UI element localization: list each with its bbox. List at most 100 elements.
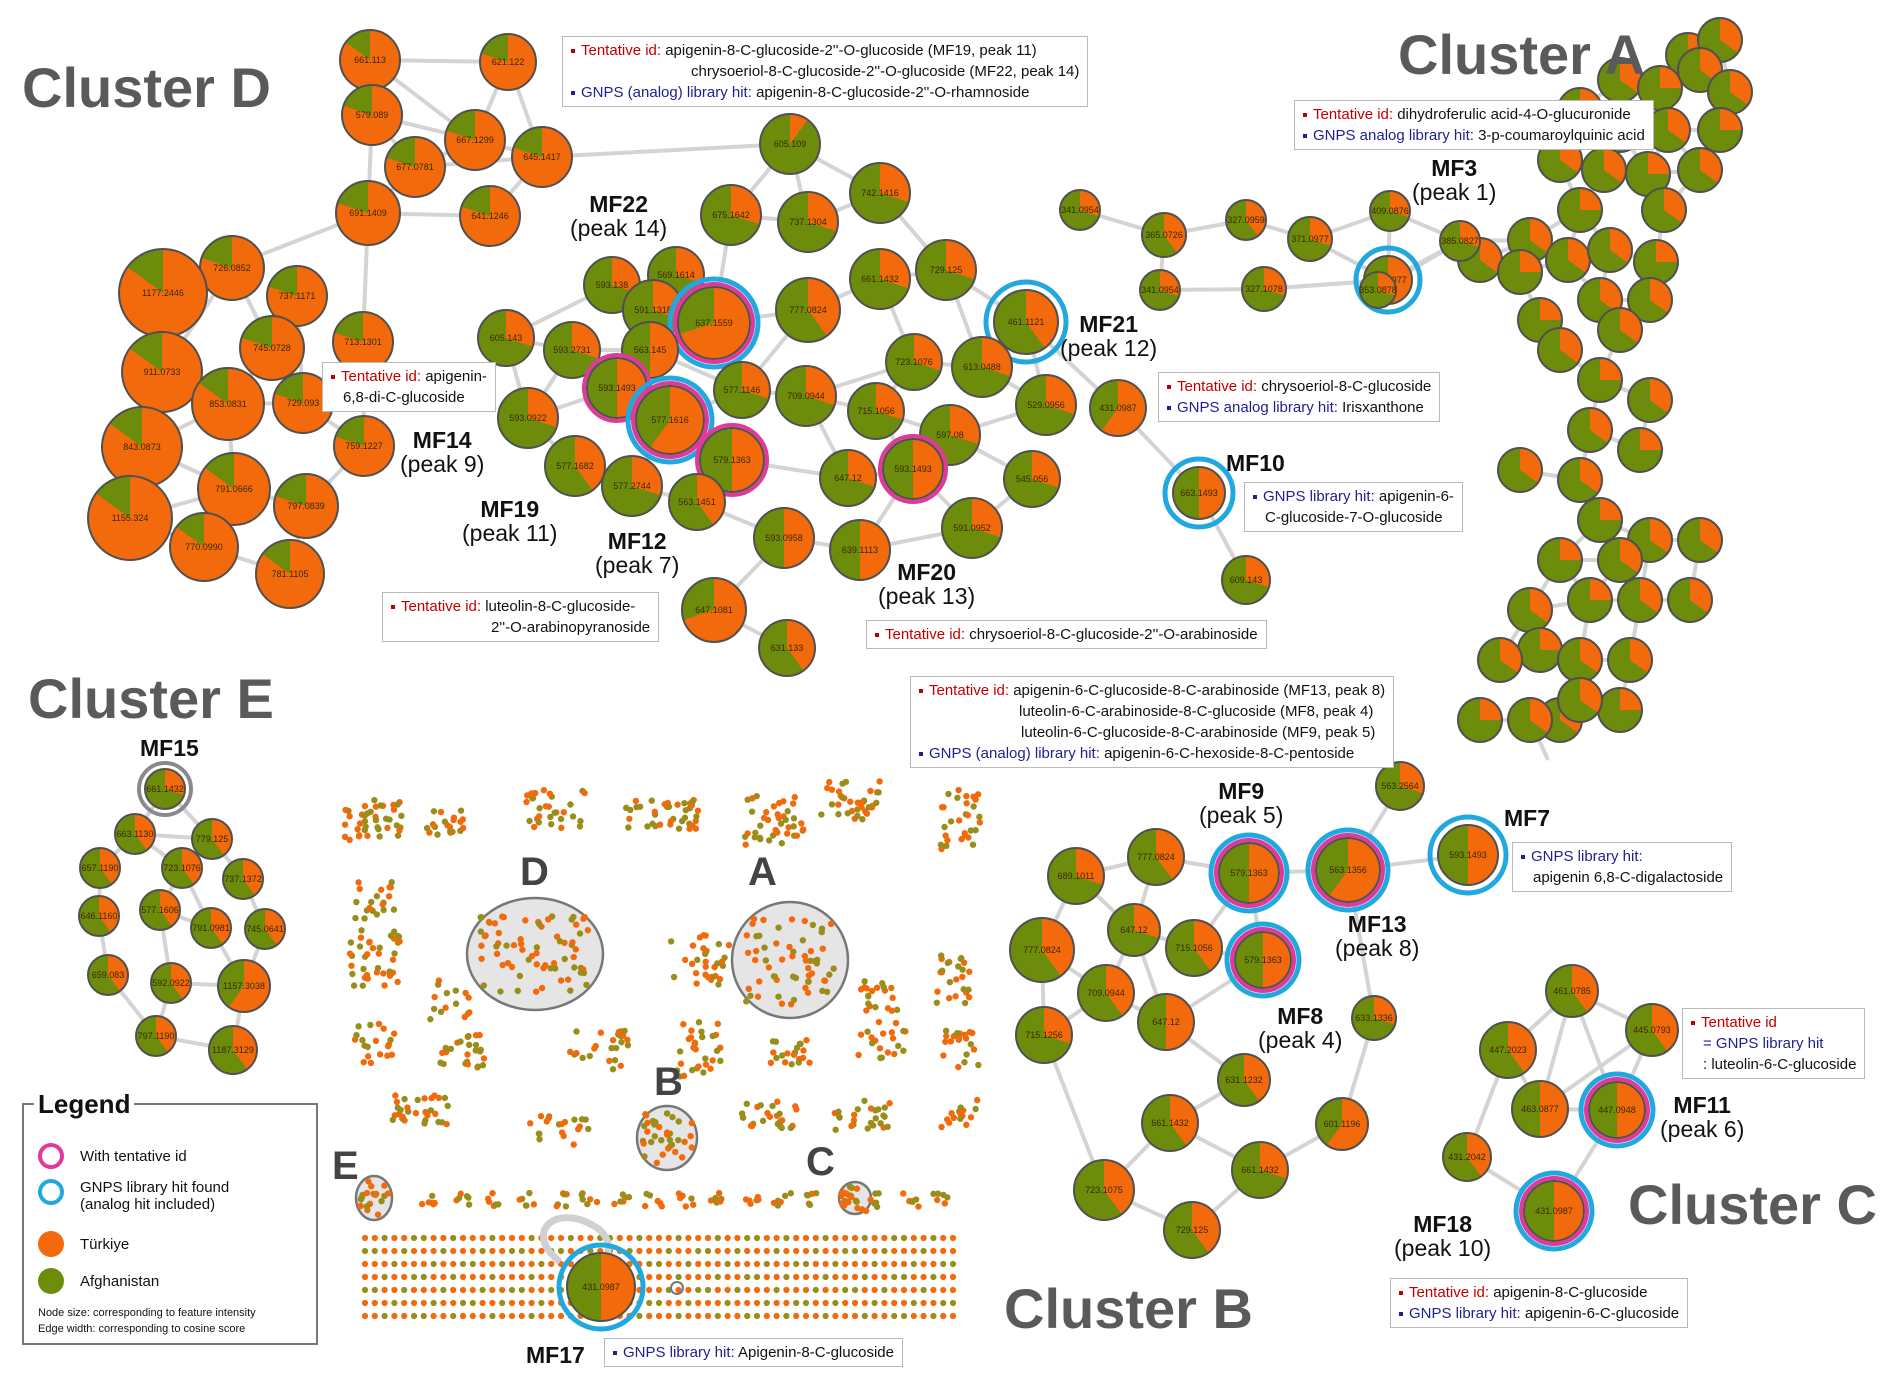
overview-node <box>427 1107 435 1114</box>
node-turkiye-share <box>171 963 192 1000</box>
network-node: 563.1451 <box>668 473 726 531</box>
network-node <box>1537 537 1583 583</box>
node-turkiye-share <box>650 322 678 378</box>
network-node: 647.1081 <box>681 577 747 643</box>
node-mz-label: 1187.3129 <box>212 1045 254 1055</box>
overview-node <box>499 1247 506 1255</box>
annotation-mf17: GNPS library hit: Apigenin-8-C-glucoside <box>604 1338 903 1367</box>
overview-node <box>420 1299 427 1307</box>
overview-node <box>508 963 516 971</box>
node-outline <box>1375 761 1425 811</box>
overview-node <box>548 1260 555 1268</box>
bullet-icon <box>1303 113 1307 118</box>
node-mz-label: 853.0831 <box>209 399 247 409</box>
overview-node <box>435 1118 442 1126</box>
overview-node <box>427 1016 434 1023</box>
overview-node <box>380 906 387 914</box>
network-node: 691.1409 <box>335 180 401 246</box>
overview-node <box>812 1299 819 1307</box>
overview-node <box>759 1117 767 1125</box>
overview-node <box>373 1190 380 1198</box>
tentative-id-ring <box>673 282 755 364</box>
node-outline <box>244 908 286 950</box>
overview-node <box>961 830 968 837</box>
overview-node <box>967 1114 975 1121</box>
network-node <box>1545 237 1591 283</box>
node-turkiye-share <box>1560 538 1582 560</box>
node-outline <box>1607 637 1653 683</box>
node-mz-label: 341.0954 <box>1061 205 1099 215</box>
overview-node <box>930 1312 937 1320</box>
overview-node <box>799 1054 807 1062</box>
overview-node <box>618 1038 625 1046</box>
overview-node <box>655 1247 663 1255</box>
network-node <box>1637 65 1683 111</box>
network-node: 609.143 <box>1221 555 1271 605</box>
overview-node <box>642 1111 649 1118</box>
overview-node <box>548 1299 555 1307</box>
node-outline <box>1165 919 1223 977</box>
overview-node <box>871 1234 878 1242</box>
network-node <box>1667 577 1713 623</box>
overview-node <box>941 1200 949 1207</box>
overview-node <box>944 959 951 967</box>
overview-node <box>773 1312 780 1320</box>
node-outline <box>1139 269 1181 311</box>
overview-node <box>636 1312 643 1320</box>
overview-node <box>450 1234 457 1242</box>
overview-node <box>354 825 361 833</box>
node-turkiye-share <box>1166 994 1194 1050</box>
overview-node <box>930 1234 937 1242</box>
node-outline <box>1627 377 1673 423</box>
gnps-hit-ring <box>1353 245 1423 315</box>
overview-node <box>851 1260 859 1268</box>
overview-node <box>658 1136 665 1144</box>
overview-node <box>714 1299 721 1307</box>
mf7-label: MF7 <box>1504 805 1550 831</box>
node-turkiye-share <box>950 405 980 445</box>
overview-node <box>773 940 780 947</box>
node-turkiye-share <box>1246 556 1270 588</box>
overview-node <box>482 932 489 939</box>
overview-node <box>974 1096 981 1104</box>
overview-node <box>909 1198 916 1206</box>
overview-node <box>764 1109 771 1117</box>
overview-node <box>508 1286 516 1294</box>
node-mz-label: 659.083 <box>92 970 125 980</box>
overview-node <box>734 1286 741 1294</box>
overview-node <box>526 817 533 825</box>
overview-node <box>763 1234 770 1242</box>
overview-node <box>540 786 548 794</box>
node-turkiye-share <box>1540 628 1562 650</box>
network-node <box>1677 147 1723 193</box>
overview-node <box>714 960 721 967</box>
overview-node <box>702 1061 710 1068</box>
overview-node <box>414 1096 421 1104</box>
overview-node <box>355 1023 362 1030</box>
network-node: 663.1130 <box>114 813 156 855</box>
overview-node <box>376 833 383 840</box>
overview-node <box>760 916 767 924</box>
overview-node <box>391 1234 398 1242</box>
overview-node <box>949 1286 957 1294</box>
overview-node <box>661 801 668 808</box>
overview-letter-a: A <box>748 850 777 894</box>
node-outline <box>335 180 401 246</box>
overview-node <box>709 1057 716 1064</box>
network-node: 729.093 <box>272 372 334 434</box>
node-outline <box>78 895 120 937</box>
overview-node <box>361 1273 369 1281</box>
overview-node <box>577 1234 584 1242</box>
node-mz-label: 605.143 <box>490 333 523 343</box>
overview-node <box>394 801 401 808</box>
overview-node <box>444 1102 451 1110</box>
overview-node <box>804 989 812 996</box>
overview-node <box>963 800 970 807</box>
overview-node <box>724 1273 731 1281</box>
overview-node <box>371 1299 378 1307</box>
network-node: 715.1056 <box>847 382 905 440</box>
overview-node <box>557 815 565 823</box>
node-turkiye-share <box>1652 1004 1679 1052</box>
network-node: 621.122 <box>479 33 537 91</box>
node-outline <box>1477 637 1523 683</box>
